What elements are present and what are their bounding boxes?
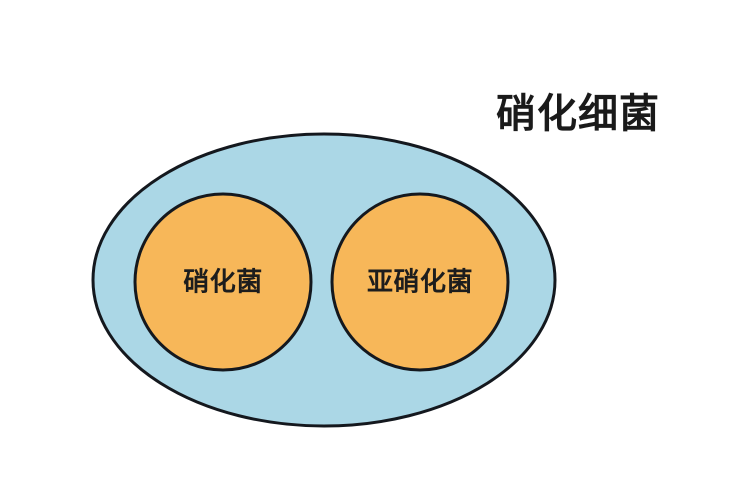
inner-set-label-right: 亚硝化菌 — [367, 268, 473, 298]
inner-set-circle-right[interactable] — [330, 192, 510, 372]
inner-set-label-left: 硝化菌 — [183, 268, 263, 298]
diagram-title: 硝化细菌 — [496, 91, 660, 137]
inner-set-circle-left[interactable] — [133, 192, 313, 372]
